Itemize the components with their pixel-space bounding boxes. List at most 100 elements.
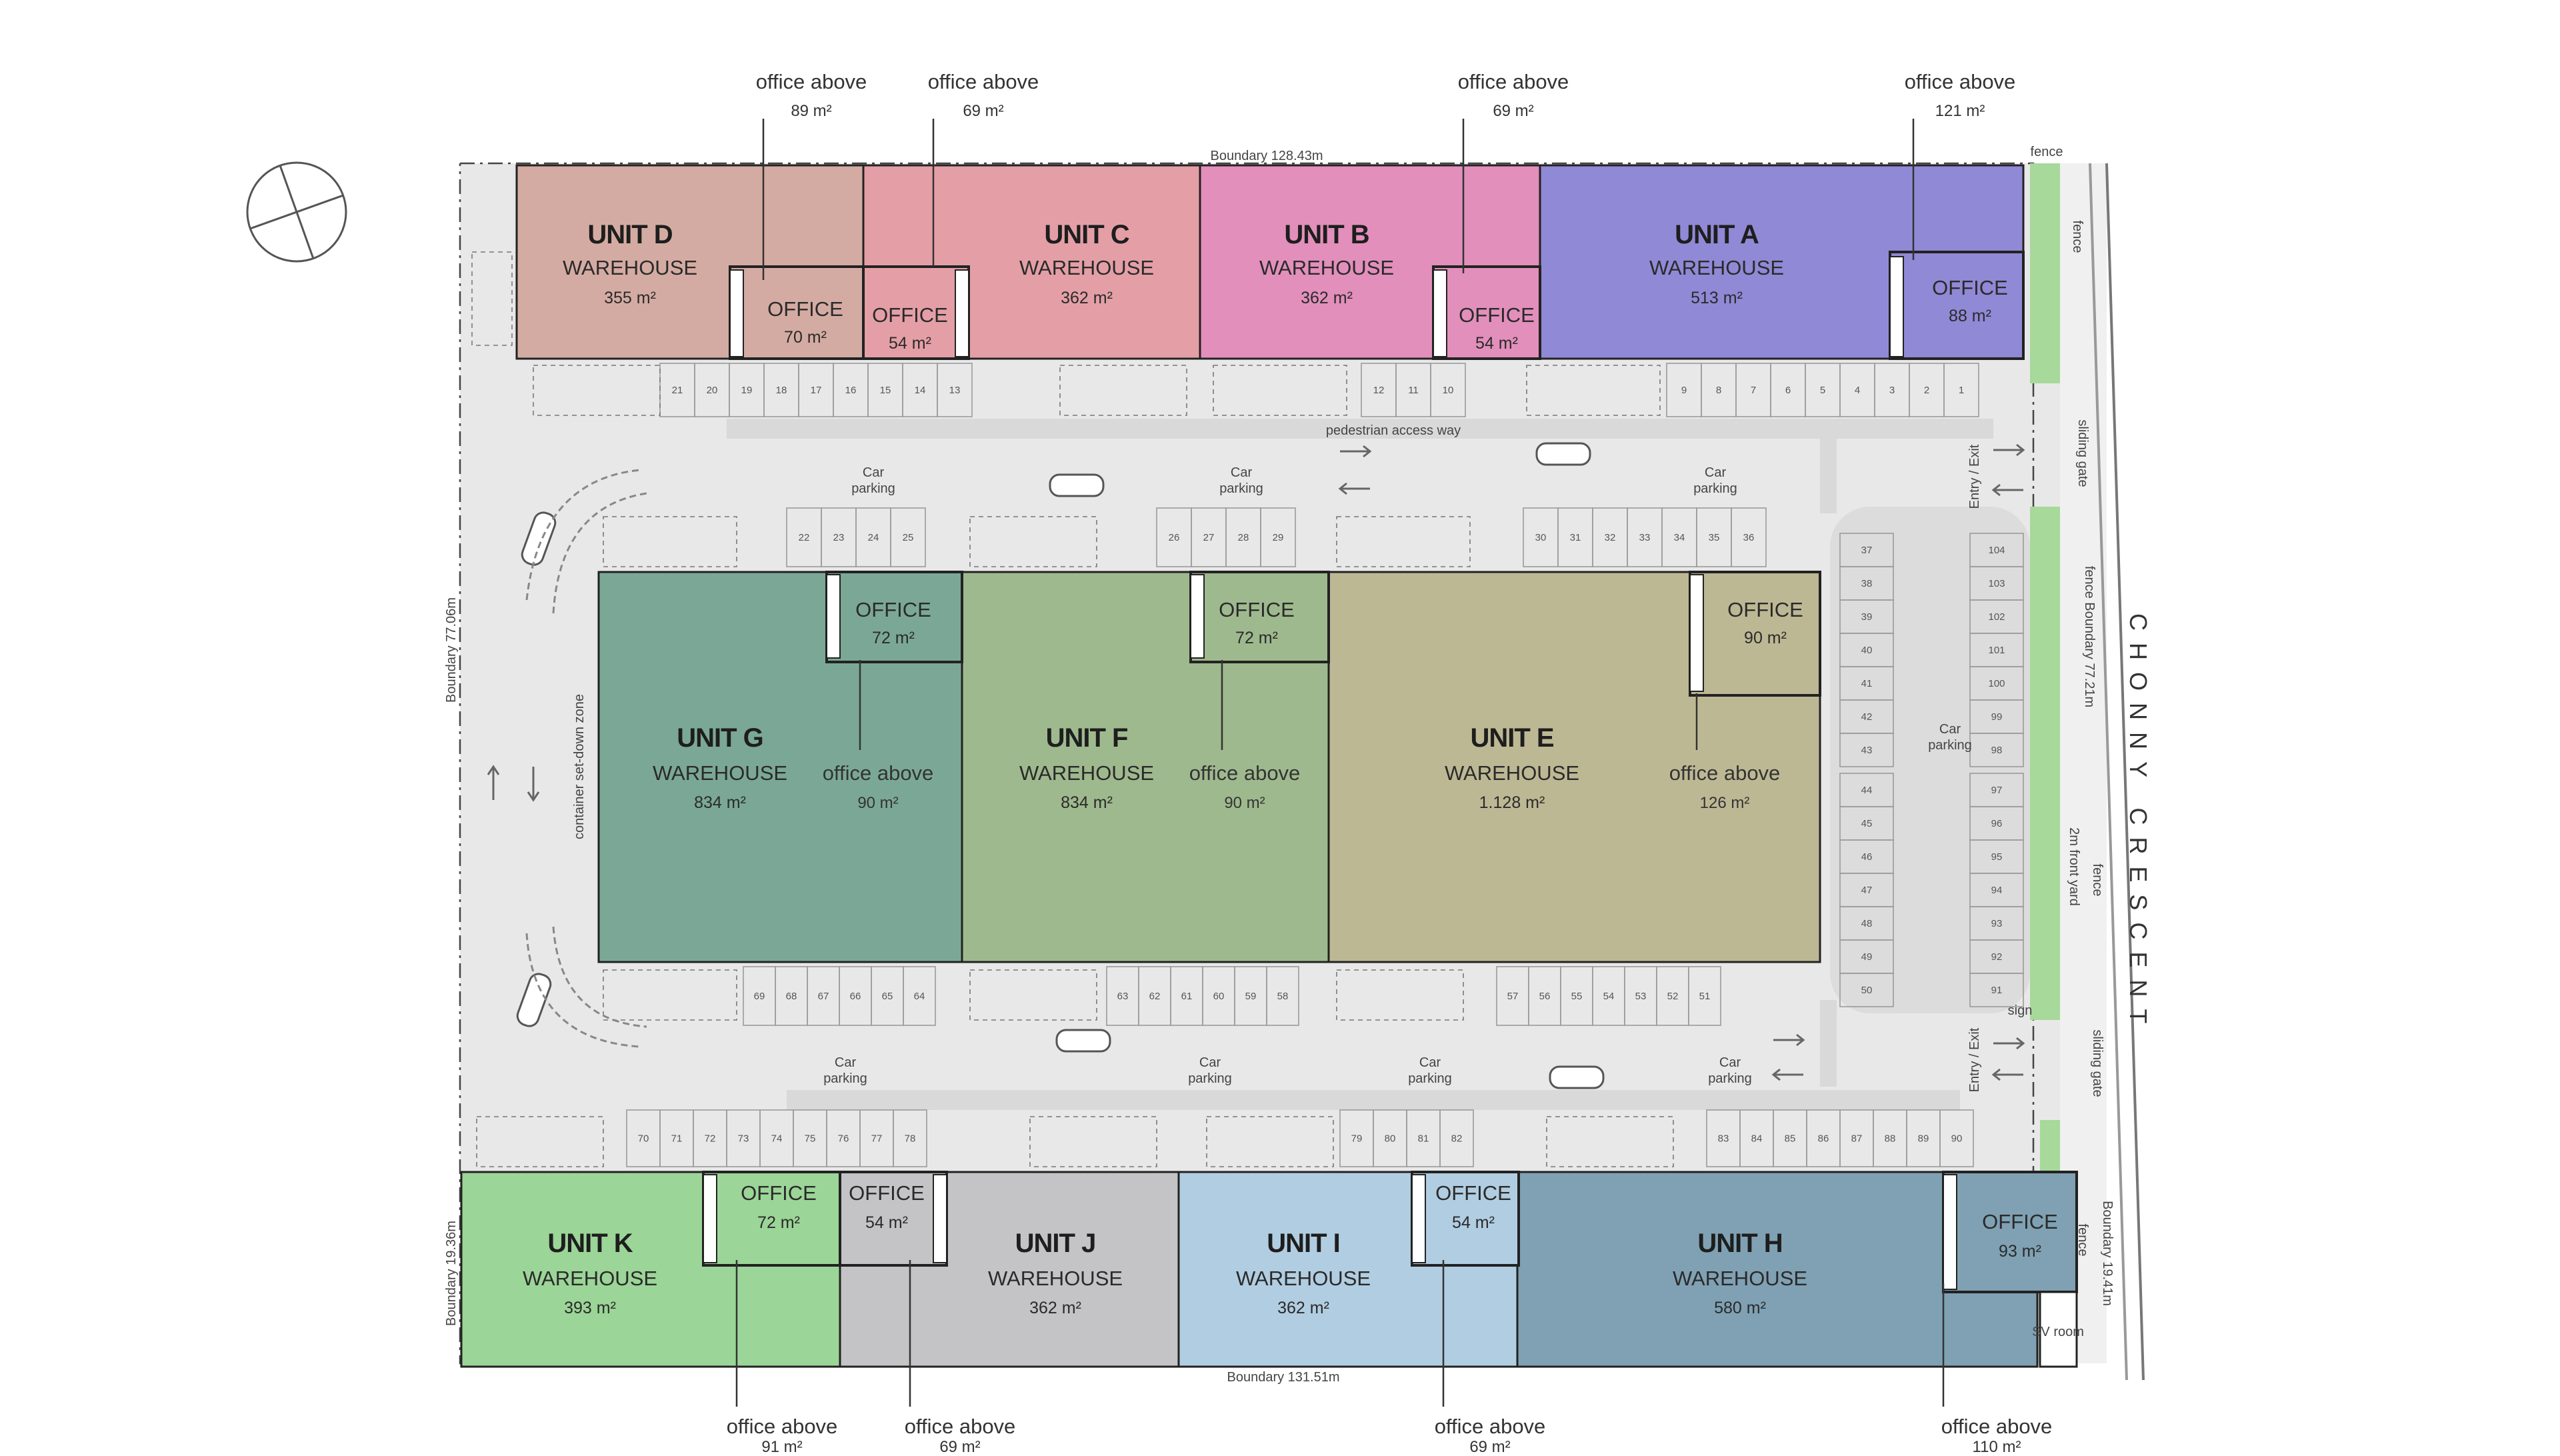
footpath-strip — [2060, 163, 2107, 1363]
parking-bay-number: 52 — [1667, 991, 1679, 1002]
unit-i-office[interactable] — [1411, 1171, 1520, 1267]
parking-bay-number: 34 — [1674, 532, 1685, 543]
parking-bay-number: 71 — [671, 1133, 683, 1145]
parking-bay — [1266, 966, 1299, 1026]
unit-a-office-above-area: 121 m² — [1935, 102, 1985, 120]
container-zone-label: container set-down zone — [572, 694, 587, 839]
boundary-east: fence Boundary 77.21m — [2082, 566, 2097, 707]
unit-d-area: 355 m² — [604, 289, 656, 307]
unit-d-office[interactable] — [729, 265, 865, 360]
unit-h-office-label: OFFICE — [1982, 1210, 2058, 1233]
unit-k-office-label: OFFICE — [741, 1181, 817, 1205]
unit-a-office-area: 88 m² — [1949, 307, 1991, 325]
fence-label-north: fence — [2070, 221, 2085, 253]
unit-f-office[interactable] — [1189, 571, 1330, 663]
pedestrian-strip — [727, 419, 1993, 439]
unit-i-office-above-area: 69 m² — [1469, 1438, 1510, 1456]
unit-c-office-above: office above — [928, 70, 1039, 93]
parking-bay-number: 86 — [1818, 1133, 1829, 1145]
unit-c-type: WAREHOUSE — [1019, 256, 1154, 279]
parking-bay-number: 18 — [776, 385, 787, 396]
parking-bay-number: 15 — [880, 385, 891, 396]
parking-bay — [1260, 507, 1296, 567]
stairs-middle — [826, 574, 1704, 692]
unit-c-name: UNIT C — [1044, 220, 1129, 249]
parking-bay-number: 30 — [1535, 532, 1547, 543]
unit-i-name: UNIT I — [1267, 1229, 1340, 1258]
unit-b-office-above: office above — [1458, 70, 1569, 93]
unit-e-office-area: 90 m² — [1744, 629, 1787, 647]
parking-bay-number: 68 — [786, 991, 797, 1002]
parking-bay — [1939, 1109, 1974, 1167]
parking-bay-number: 19 — [741, 385, 753, 396]
unit-j-area: 362 m² — [1029, 1299, 1081, 1317]
unit-h-office-area: 93 m² — [1999, 1242, 2041, 1261]
parking-bay-number: 22 — [799, 532, 810, 543]
parking-bay — [937, 363, 973, 417]
parking-bay-number: 88 — [1885, 1133, 1896, 1145]
parking-bay — [1688, 966, 1721, 1026]
unit-g-type: WAREHOUSE — [653, 761, 787, 785]
parking-bay-number: 80 — [1385, 1133, 1396, 1145]
boundary-southeast: Boundary 19.41m — [2100, 1201, 2115, 1306]
parking-bay-number: 98 — [1991, 745, 2003, 756]
unit-g-office-area: 72 m² — [872, 629, 915, 647]
parking-bay-number: 43 — [1861, 745, 1873, 756]
parking-bay-number: 75 — [805, 1133, 816, 1145]
unit-a-name: UNIT A — [1675, 220, 1759, 249]
unit-e-office[interactable] — [1689, 571, 1821, 697]
unit-g-office-above-area: 90 m² — [857, 794, 898, 812]
unit-a-office-above: office above — [1905, 70, 2016, 93]
unit-d-office-area: 70 m² — [784, 328, 827, 347]
parking-bay-number: 69 — [754, 991, 765, 1002]
parking-bay-number: 62 — [1149, 991, 1161, 1002]
unit-g-office[interactable] — [825, 571, 963, 663]
parking-bay-number: 87 — [1851, 1133, 1863, 1145]
parking-bay-number: 36 — [1743, 532, 1755, 543]
unit-b-office[interactable] — [1432, 265, 1541, 360]
unit-h-office-above-area: 110 m² — [1973, 1438, 2021, 1456]
parking-bay-number: 70 — [638, 1133, 649, 1145]
parking-bay-number: 1 — [1959, 385, 1964, 396]
parking-bay-number: 13 — [949, 385, 961, 396]
parking-bay-number: 104 — [1988, 545, 2005, 556]
unit-j-name: UNIT J — [1015, 1229, 1096, 1258]
unit-j-office[interactable] — [839, 1171, 948, 1267]
unit-f-office-above-area: 90 m² — [1224, 794, 1265, 812]
parking-bay-number: 66 — [850, 991, 861, 1002]
unit-c-office[interactable] — [862, 265, 970, 360]
front-yard-middle — [2030, 507, 2060, 1020]
unit-a-type: WAREHOUSE — [1649, 256, 1784, 279]
unit-h-office[interactable] — [1942, 1171, 2078, 1293]
parking-bay-number: 65 — [882, 991, 893, 1002]
unit-h-name: UNIT H — [1697, 1229, 1782, 1258]
parking-bay-number: 5 — [1820, 385, 1825, 396]
unit-k-type: WAREHOUSE — [523, 1267, 657, 1290]
parking-bay — [1839, 973, 1894, 1007]
entry-exit-north: Entry / Exit — [1967, 444, 1982, 509]
unit-i-office-label: OFFICE — [1435, 1181, 1511, 1205]
kerb-line-2 — [2105, 163, 2145, 1381]
pedestrian-label: pedestrian access way — [1326, 423, 1461, 438]
unit-k-office[interactable] — [702, 1171, 841, 1267]
parking-bay-number: 92 — [1991, 951, 2003, 963]
sign-label: sign — [2008, 1003, 2033, 1018]
unit-b-area: 362 m² — [1301, 289, 1353, 307]
parking-bay-number: 33 — [1639, 532, 1651, 543]
unit-a-area: 513 m² — [1691, 289, 1743, 307]
unit-a-office[interactable] — [1889, 251, 2025, 360]
entry-exit-south: Entry / Exit — [1967, 1027, 1982, 1092]
unit-f-office-above: office above — [1189, 761, 1301, 785]
unit-a-office-label: OFFICE — [1932, 276, 2008, 299]
unit-g-area: 834 m² — [694, 793, 746, 812]
unit-i-type: WAREHOUSE — [1236, 1267, 1371, 1290]
parking-bay-number: 24 — [868, 532, 879, 543]
parking-bay-number: 41 — [1861, 678, 1873, 689]
sliding-gate-north: sliding gate — [2075, 419, 2090, 487]
unit-j-office-label: OFFICE — [849, 1181, 925, 1205]
unit-c-office-label: OFFICE — [872, 303, 948, 327]
parking-bay-number: 26 — [1169, 532, 1180, 543]
parking-bay-number: 96 — [1991, 818, 2003, 829]
unit-k-area: 393 m² — [564, 1299, 616, 1317]
